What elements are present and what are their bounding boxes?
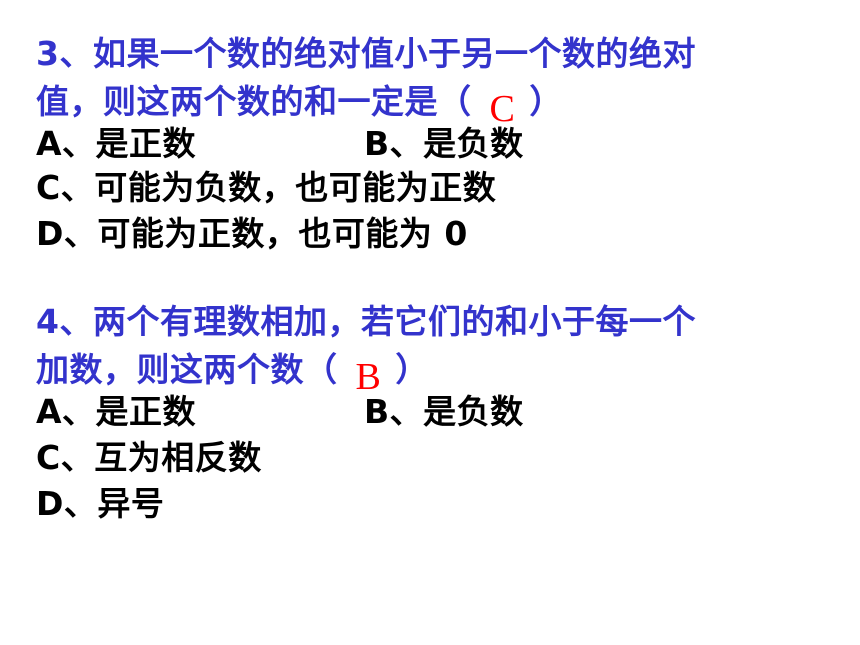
q4-option-b: B、是负数 — [364, 392, 524, 431]
q4-options-row1: A、是正数 B、是负数 — [36, 392, 523, 432]
q3-option-c: C、可能为负数，也可能为正数 — [36, 168, 497, 207]
q4-line1: 4、两个有理数相加，若它们的和小于每一个 — [36, 302, 696, 341]
q4-option-a: A、是正数 — [36, 392, 197, 431]
q3-line2-post: ） — [529, 82, 563, 121]
q3-answer: C — [489, 88, 516, 130]
q4-line2: 加数，则这两个数（ B ） — [36, 350, 429, 397]
q3-line2-pre: 值，则这两个数的和一定是（ — [36, 82, 472, 121]
q4-line2-pre: 加数，则这两个数（ — [36, 350, 338, 389]
q3-option-d: D、可能为正数，也可能为 0 — [36, 214, 468, 253]
q3-option-b: B、是负数 — [364, 124, 524, 163]
q4-line2-post: ） — [395, 350, 429, 389]
q3-line2: 值，则这两个数的和一定是（ C ） — [36, 82, 563, 129]
q3-option-a: A、是正数 — [36, 124, 197, 163]
q3-options-row1: A、是正数 B、是负数 — [36, 124, 523, 164]
q4-answer: B — [355, 356, 382, 398]
q4-option-c: C、互为相反数 — [36, 438, 262, 477]
q4-option-d: D、异号 — [36, 484, 165, 523]
q3-line1: 3、如果一个数的绝对值小于另一个数的绝对 — [36, 34, 696, 73]
